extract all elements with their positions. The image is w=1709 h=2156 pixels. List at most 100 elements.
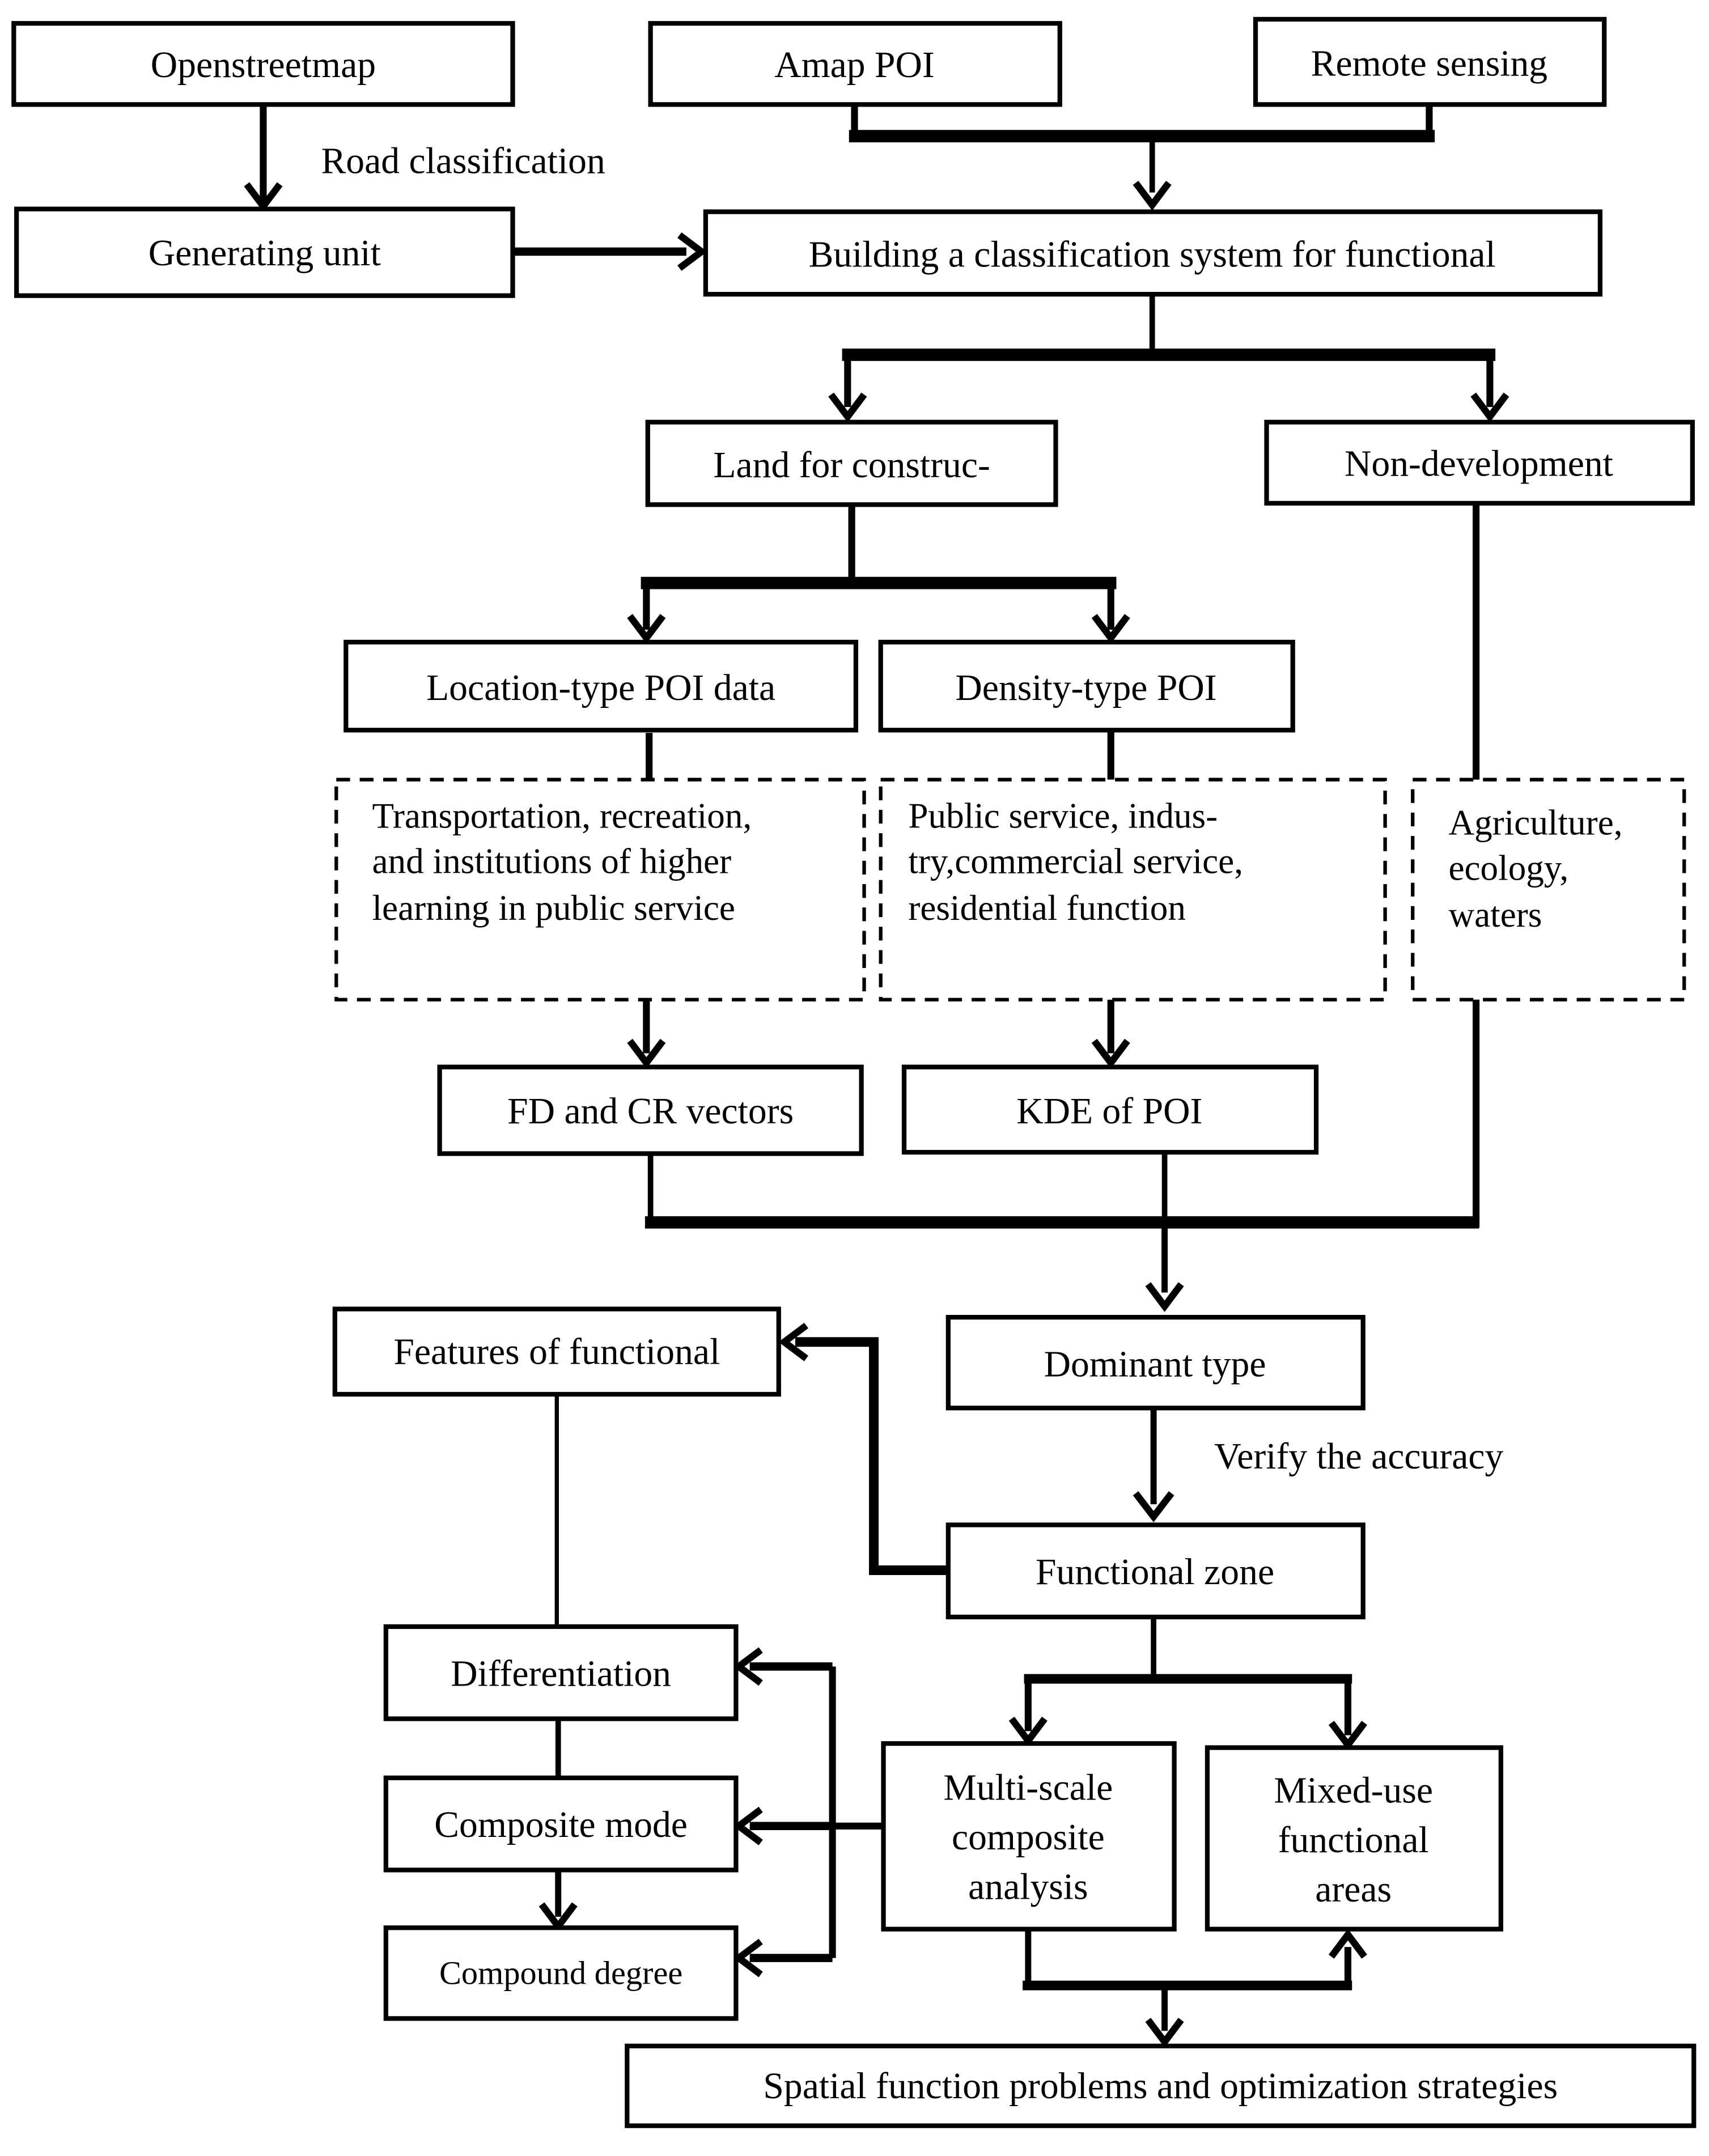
node-transport-note-line: learning in public service bbox=[372, 888, 735, 928]
node-remote-sensing-label: Remote sensing bbox=[1311, 43, 1547, 84]
node-generating-unit: Generating unit bbox=[14, 206, 515, 298]
arrowhead-right-icon bbox=[677, 232, 707, 271]
arrowhead-down-icon bbox=[828, 392, 867, 423]
node-mixed-use: Mixed-use functional areas bbox=[1205, 1745, 1503, 1932]
edge-functional-zone-to-analysis-boxes bbox=[1008, 1617, 1367, 1751]
node-openstreetmap-label: Openstreetmap bbox=[151, 45, 376, 86]
node-dominant-type: Dominant type bbox=[945, 1315, 1365, 1411]
edge-dominant-to-functional-zone bbox=[1133, 1408, 1174, 1522]
node-openstreetmap: Openstreetmap bbox=[11, 21, 515, 107]
edge-multiscale-to-mixeduse-and-spatial bbox=[1023, 1929, 1367, 2048]
node-spatial-problems-box bbox=[625, 2043, 1697, 2128]
node-remote-sensing: Remote sensing bbox=[1253, 16, 1607, 107]
node-amap-poi-box bbox=[648, 21, 1062, 107]
arrowhead-down-icon bbox=[1145, 2018, 1184, 2048]
node-dominant-type-box bbox=[945, 1315, 1365, 1411]
arrowhead-left-icon bbox=[778, 1322, 809, 1361]
node-kde-poi-box bbox=[901, 1064, 1319, 1155]
edge-amap-remote-to-building bbox=[849, 104, 1435, 211]
arrowhead-left-icon bbox=[733, 1806, 763, 1845]
node-amap-poi-label: Amap POI bbox=[774, 45, 935, 86]
node-multi-scale-line: analysis bbox=[968, 1866, 1088, 1907]
node-non-development-box bbox=[1264, 419, 1695, 506]
node-multi-scale: Multi-scale composite analysis bbox=[881, 1741, 1177, 1932]
edge-openstreetmap-to-generating-unit bbox=[244, 104, 283, 213]
node-differentiation: Differentiation bbox=[383, 1624, 739, 1721]
node-non-development-label: Non-development bbox=[1345, 443, 1613, 484]
edge-public-note-to-kde bbox=[1091, 999, 1130, 1069]
arrowhead-down-icon bbox=[1133, 1491, 1174, 1522]
arrowhead-down-icon bbox=[1328, 1721, 1367, 1751]
edge-transport-note-to-fd-cr bbox=[627, 999, 666, 1069]
arrowhead-left-icon bbox=[733, 1938, 763, 1977]
node-composite-mode-box bbox=[383, 1775, 739, 1873]
node-functional-zone: Functional zone bbox=[945, 1522, 1365, 1620]
node-remote-sensing-box bbox=[1253, 16, 1607, 107]
node-agriculture-note-line: waters bbox=[1448, 895, 1542, 935]
node-functional-zone-label: Functional zone bbox=[1036, 1552, 1274, 1593]
node-generating-unit-label: Generating unit bbox=[149, 233, 381, 274]
node-land-construction-box bbox=[645, 419, 1058, 507]
node-density-poi-label: Density-type POI bbox=[955, 668, 1216, 708]
node-features-functional-box bbox=[332, 1306, 781, 1397]
node-location-poi-label: Location-type POI data bbox=[426, 668, 775, 708]
node-multi-scale-line: composite bbox=[952, 1817, 1105, 1858]
arrowhead-down-icon bbox=[627, 614, 666, 644]
arrowhead-down-icon bbox=[244, 182, 283, 213]
node-public-note-line: try,commercial service, bbox=[908, 842, 1243, 881]
node-location-poi: Location-type POI data bbox=[344, 639, 859, 733]
node-amap-poi: Amap POI bbox=[648, 21, 1062, 107]
node-agriculture-note-line: ecology, bbox=[1448, 848, 1568, 888]
node-building-system: Building a classification system for fun… bbox=[703, 209, 1603, 297]
node-spatial-problems-label: Spatial function problems and optimizati… bbox=[763, 2066, 1558, 2107]
node-differentiation-label: Differentiation bbox=[451, 1653, 671, 1694]
node-transport-note-box bbox=[334, 778, 866, 1001]
node-building-system-label: Building a classification system for fun… bbox=[809, 235, 1496, 275]
node-mixed-use-box bbox=[1205, 1745, 1503, 1932]
arrowhead-down-icon bbox=[1133, 181, 1172, 211]
node-public-note: Public service, indus- try,commercial se… bbox=[879, 778, 1387, 1001]
node-density-poi: Density-type POI bbox=[878, 639, 1295, 733]
node-non-development: Non-development bbox=[1264, 419, 1695, 506]
node-openstreetmap-box bbox=[11, 21, 515, 107]
node-compound-degree: Compound degree bbox=[383, 1925, 739, 2021]
node-transport-note-line: Transportation, recreation, bbox=[372, 796, 752, 836]
edge-functional-zone-to-features bbox=[778, 1322, 948, 1576]
arrowhead-down-icon bbox=[1008, 1716, 1048, 1747]
edge-multiscale-feedback-to-left-column bbox=[733, 1647, 884, 1977]
node-dominant-type-label: Dominant type bbox=[1044, 1344, 1266, 1385]
node-multi-scale-box bbox=[881, 1741, 1177, 1932]
node-density-poi-box bbox=[878, 639, 1295, 733]
node-fd-cr-vectors-box bbox=[437, 1064, 864, 1156]
arrowhead-down-icon bbox=[1145, 1282, 1184, 1312]
edge-merge-to-dominant-type bbox=[644, 1152, 1479, 1312]
node-building-system-box bbox=[703, 209, 1603, 297]
arrowhead-up-icon bbox=[1328, 1929, 1367, 1959]
node-functional-zone-box bbox=[945, 1522, 1365, 1620]
node-features-functional: Features of functional bbox=[332, 1306, 781, 1397]
node-transport-note-line: and institutions of higher bbox=[372, 842, 731, 881]
node-kde-poi-label: KDE of POI bbox=[1016, 1091, 1202, 1132]
node-public-note-line: residential function bbox=[908, 888, 1186, 928]
node-composite-mode-label: Composite mode bbox=[434, 1805, 688, 1845]
node-composite-mode: Composite mode bbox=[383, 1775, 739, 1873]
edge-line bbox=[795, 1337, 948, 1576]
node-public-note-line: Public service, indus- bbox=[908, 796, 1218, 836]
edge-label-verify-accuracy: Verify the accuracy bbox=[1214, 1436, 1503, 1477]
node-differentiation-box bbox=[383, 1624, 739, 1721]
node-location-poi-box bbox=[344, 639, 859, 733]
node-land-construction: Land for construc- bbox=[645, 419, 1058, 507]
node-mixed-use-line: areas bbox=[1315, 1869, 1392, 1910]
node-land-construction-label: Land for construc- bbox=[713, 445, 990, 486]
node-generating-unit-box bbox=[14, 206, 515, 298]
arrowhead-down-icon bbox=[1091, 614, 1130, 644]
node-multi-scale-line: Multi-scale bbox=[943, 1768, 1113, 1809]
node-features-functional-label: Features of functional bbox=[393, 1332, 720, 1373]
node-fd-cr-vectors-label: FD and CR vectors bbox=[507, 1091, 794, 1132]
node-agriculture-note-line: Agriculture, bbox=[1448, 803, 1622, 843]
arrowhead-down-icon bbox=[1091, 1038, 1130, 1069]
edge-generating-unit-to-building bbox=[512, 232, 707, 271]
node-public-note-box bbox=[879, 778, 1387, 1001]
node-kde-poi: KDE of POI bbox=[901, 1064, 1319, 1155]
